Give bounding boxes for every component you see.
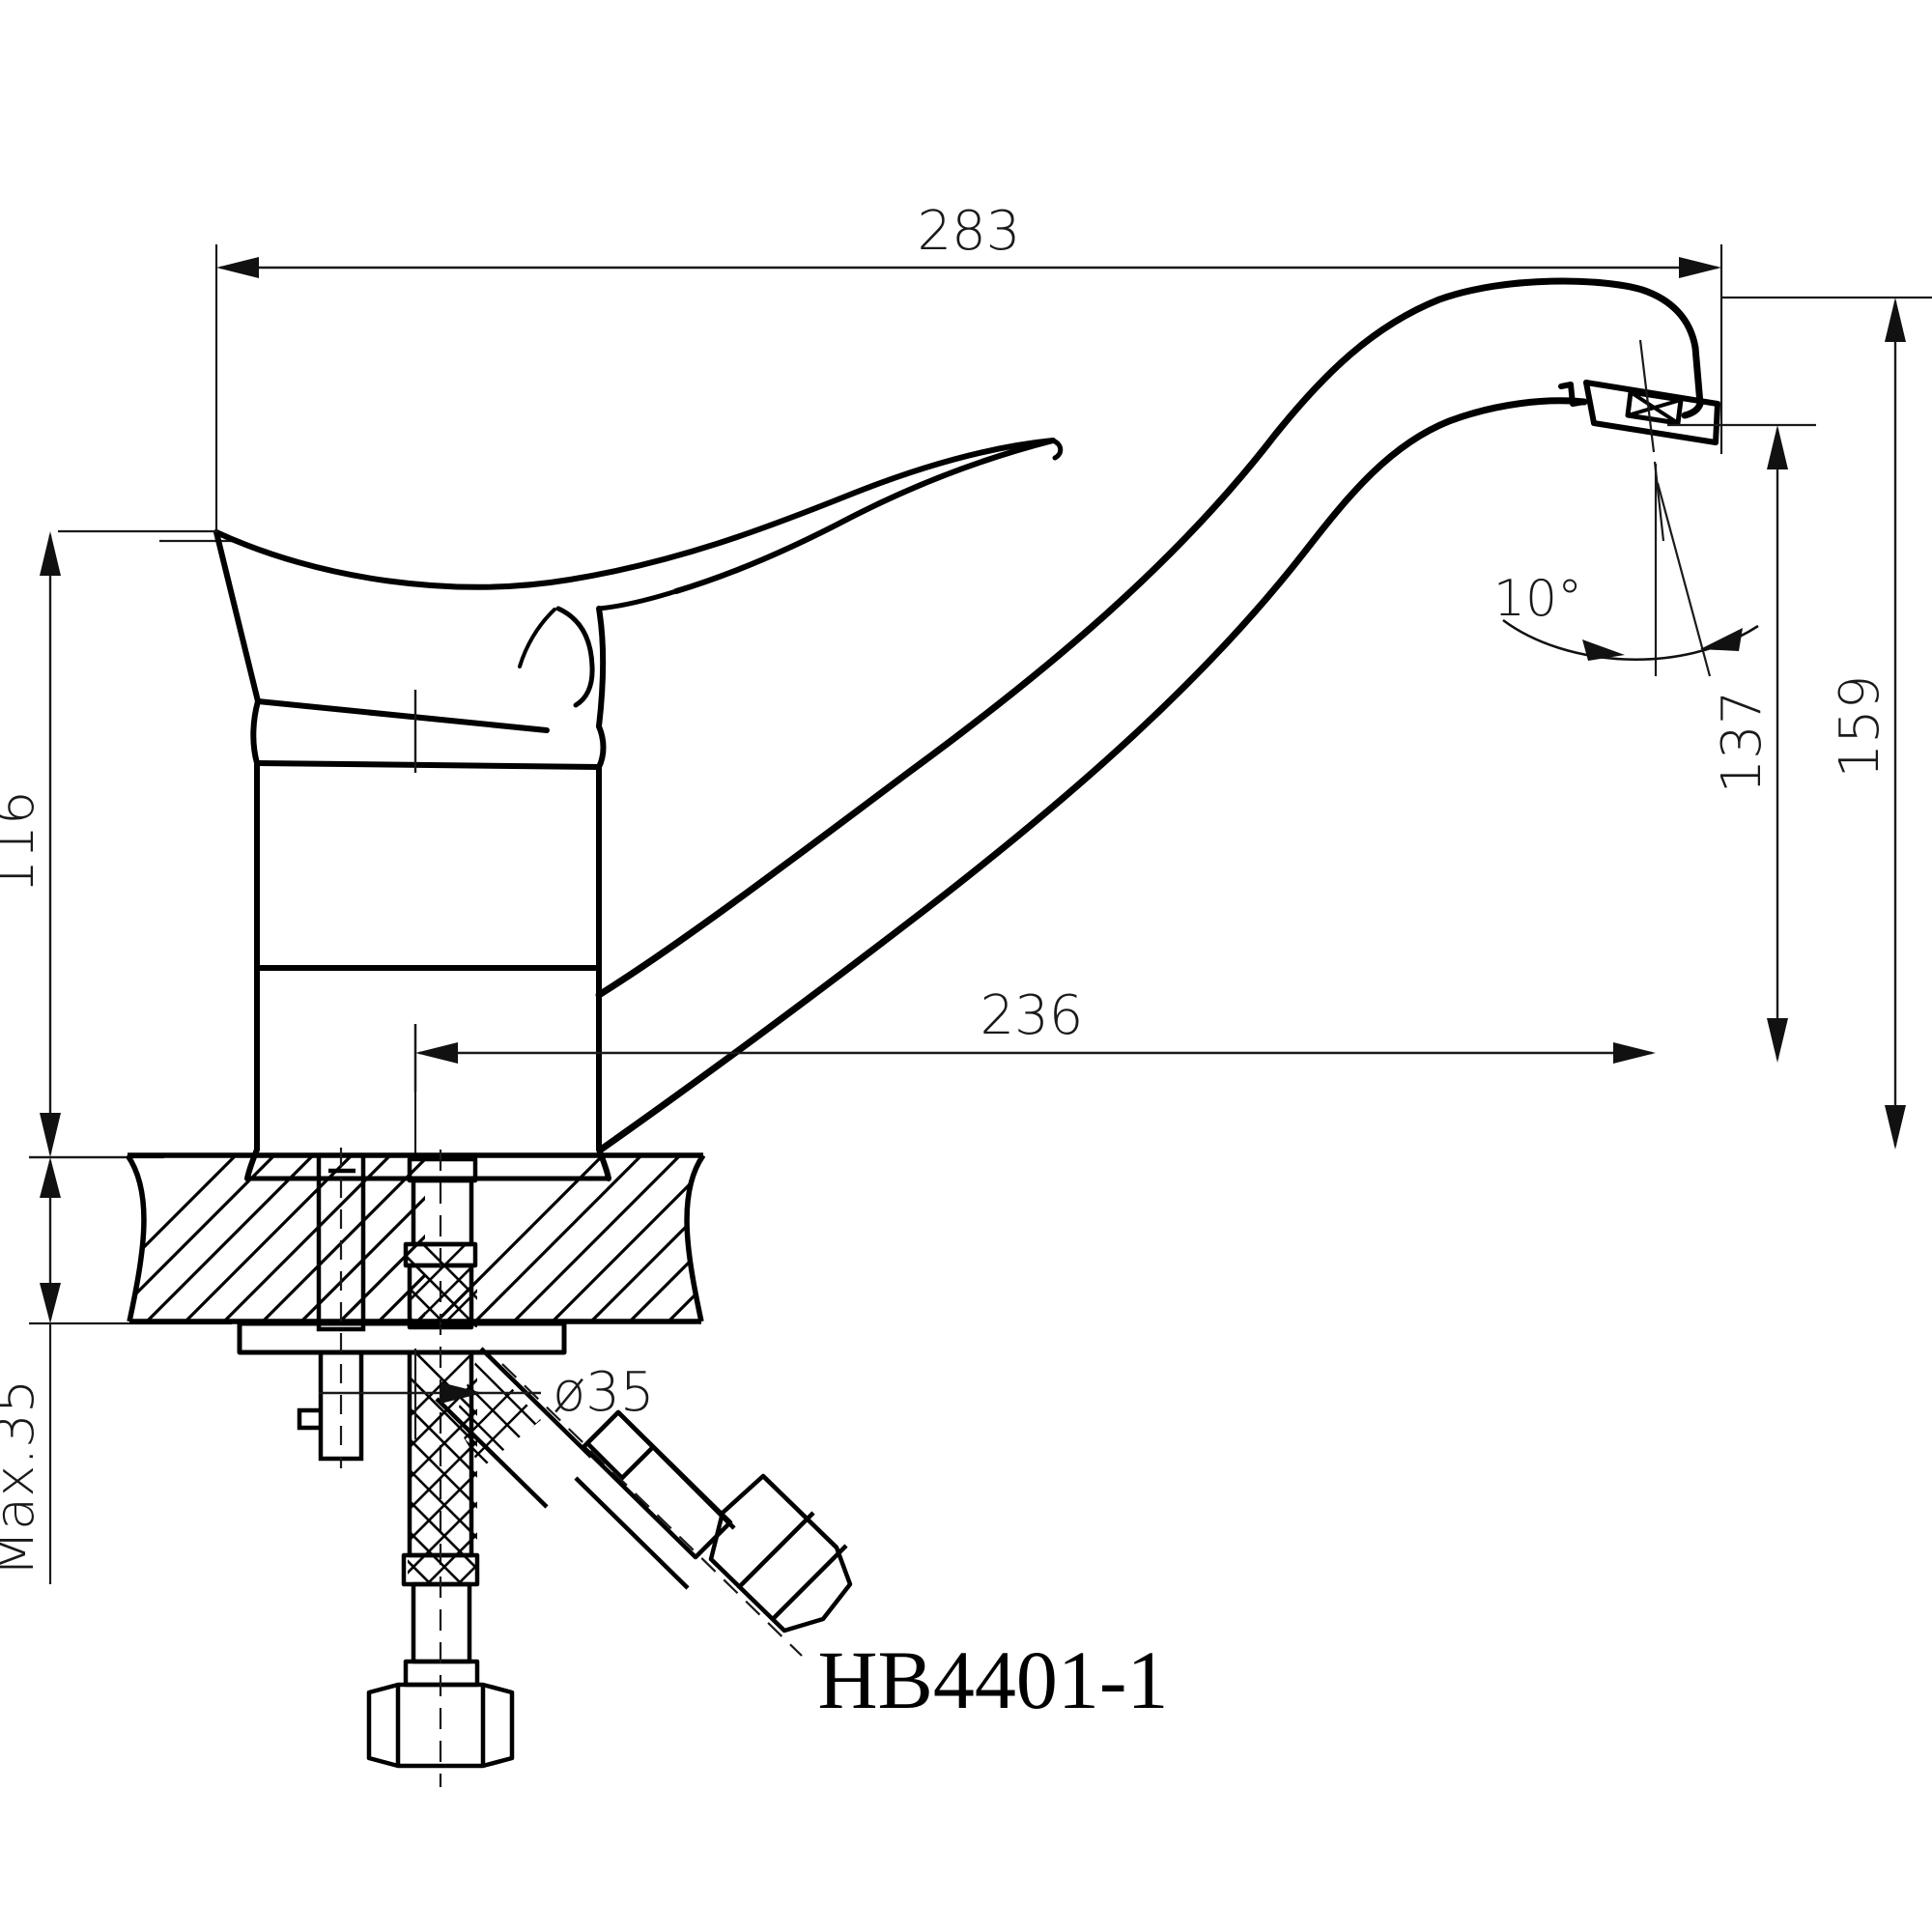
- dim-label-diameter-35: ø35: [553, 1361, 655, 1424]
- dim-label-max35: Max.35: [0, 1379, 46, 1577]
- dim-label-116: 116: [0, 791, 46, 895]
- aerator-outlet: [1558, 380, 1720, 445]
- dimension-aerator-angle: 10°: [1493, 570, 1759, 661]
- mounting-stud: [297, 1148, 366, 1468]
- hose-braid-texture-upper: [408, 1244, 477, 1327]
- dimension-overall-length: 283: [159, 200, 1723, 543]
- supply-hose-vertical: [366, 1150, 515, 1787]
- countertop-hatch-left: [128, 1155, 425, 1321]
- faucet-spout-arm: [595, 277, 1704, 1153]
- dim-label-283: 283: [918, 200, 1021, 263]
- dimension-spout-reach: 236: [413, 984, 1656, 1159]
- dim-label-236: 236: [980, 984, 1084, 1047]
- supply-hose-angled: [435, 1347, 853, 1657]
- countertop-hatch-right: [425, 1155, 703, 1321]
- model-number-label: HB4401-1: [817, 1634, 1168, 1726]
- aerator-centerline: [1638, 339, 1712, 677]
- dim-label-137: 137: [1711, 691, 1774, 794]
- dimension-body-height: 116: [0, 529, 217, 1159]
- hose-braid-texture-lower: [408, 1352, 477, 1584]
- dim-label-10deg: 10°: [1493, 570, 1582, 628]
- dim-label-159: 159: [1829, 675, 1891, 779]
- dimension-deck-thickness: Max.35: [0, 1155, 232, 1584]
- mounting-washer-plate: [237, 1321, 567, 1355]
- dimension-mounting-hole: ø35: [319, 1349, 655, 1439]
- faucet-body-column: [244, 698, 611, 1181]
- dimension-aerator-height: 137: [1667, 423, 1816, 1063]
- dimension-total-height: 159: [1721, 296, 1932, 1150]
- faucet-handle-lever: [213, 438, 1064, 733]
